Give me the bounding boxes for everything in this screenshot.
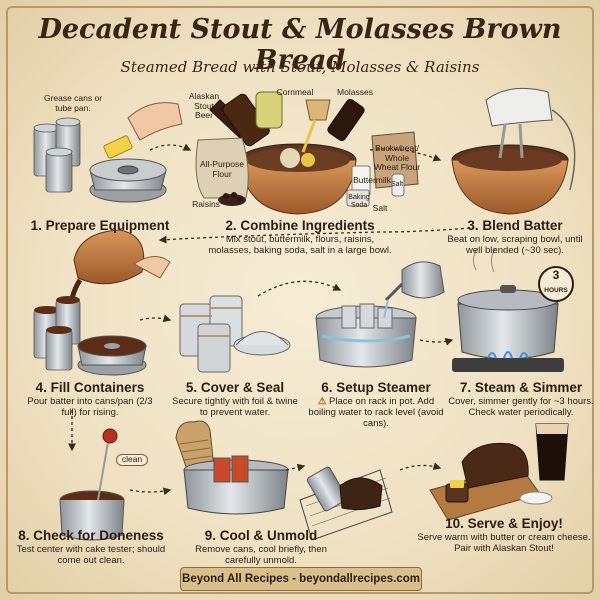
clean-badge: clean — [116, 454, 148, 466]
step-title: 7. Steam & Simmer — [459, 380, 583, 395]
step-3: 3. Blend Batter Beat on low, scraping bo… — [440, 218, 590, 256]
step-description: Cover, simmer gently for ~3 hours. Check… — [448, 396, 594, 418]
step-10: 10. Serve & Enjoy! Serve warm with butte… — [414, 516, 594, 554]
step-title: 4. Fill Containers — [35, 380, 145, 395]
cornmeal-label: Cornmeal — [276, 87, 314, 97]
stout-label: Alaskan Stout Beer — [188, 91, 220, 120]
page-subtitle: Steamed Bread with Stout, Molasses & Rai… — [120, 58, 480, 76]
step-description: Serve warm with butter or cream cheese. … — [417, 532, 591, 554]
step-title: 6. Setup Steamer — [321, 380, 431, 395]
flow-arrows — [68, 143, 471, 496]
mixer-bowl-icon — [451, 144, 569, 215]
butter-hand-icon — [103, 102, 183, 159]
footer-credit: Beyond All Recipes - beyondallrecipes.co… — [180, 567, 422, 591]
raisins-icon — [218, 192, 246, 206]
cream-cheese-icon — [519, 491, 553, 505]
step-1: 1. Prepare Equipment — [20, 218, 180, 233]
step-title: 5. Cover & Seal — [185, 380, 285, 395]
timer-value: 3 — [552, 268, 560, 282]
step-description: Pour batter into cans/pan (2/3 full) for… — [27, 396, 153, 418]
step-description: Beat on low, scraping bowl, until well b… — [447, 234, 583, 256]
bread-loaf-icon — [445, 442, 529, 503]
timer-icon — [538, 266, 574, 302]
step-9: 9. Cool & Unmold Remove cans, cool brief… — [186, 528, 336, 566]
step-title: 3. Blend Batter — [467, 218, 563, 233]
pouring-bowl-icon — [67, 229, 171, 319]
raisins-label: Raisins — [192, 199, 220, 209]
cans-icon — [33, 117, 81, 193]
cooling-pot-icon — [183, 455, 289, 515]
filled-cans-icon — [33, 296, 81, 371]
step-8: 8. Check for Doneness Test center with c… — [16, 528, 166, 566]
step-6: 6. Setup Steamer ⚠ Place on rack in pot.… — [306, 380, 446, 429]
foil-covered-cans-icon — [179, 295, 291, 373]
baking-soda-label: Baking Soda — [348, 194, 370, 209]
step-title: 9. Cool & Unmold — [204, 528, 318, 543]
step-title: 2. Combine Ingredients — [225, 218, 375, 233]
step-description: Remove cans, cool briefly, then carefull… — [195, 544, 327, 566]
flour-sack-icon — [195, 137, 249, 199]
wheat-flour-bag-icon — [371, 131, 419, 189]
salt-jar-label: Salt — [390, 181, 404, 188]
molasses-bottle-icon — [327, 98, 365, 142]
flour-label: All-Purpose Flour — [200, 159, 244, 179]
wheat-flour-label: Buckwheat/ Whole Wheat Flour — [373, 143, 421, 172]
grease-note: Grease cans or tube pan. — [43, 93, 103, 113]
stout-glass-icon — [535, 423, 569, 481]
step-5: 5. Cover & Seal Secure tightly with foil… — [170, 380, 300, 418]
tube-pan-icon — [89, 158, 167, 203]
step-description: Place on rack in pot. Add boiling water … — [308, 396, 444, 429]
warning-icon: ⚠ — [317, 396, 327, 407]
buttermilk-label: Buttermilk — [353, 175, 391, 185]
mixing-bowl-icon — [239, 143, 357, 215]
salt-label: Salt — [372, 203, 388, 213]
step-2: 2. Combine Ingredients Mix stout, butter… — [205, 218, 395, 256]
hand-mixer-icon — [485, 87, 576, 191]
steamer-pot-icon — [315, 303, 417, 368]
stove-pot-icon — [452, 247, 564, 372]
timer-unit: HOURS — [544, 287, 568, 294]
kettle-icon — [383, 261, 445, 319]
step-4: 4. Fill Containers Pour batter into cans… — [20, 380, 160, 418]
cornmeal-scoop-icon — [255, 91, 331, 153]
cake-tester-icon — [59, 428, 125, 541]
step-description: Test center with cake tester; should com… — [16, 544, 166, 566]
step-title: 8. Check for Doneness — [18, 528, 164, 543]
step-description: Secure tightly with foil & twine to prev… — [172, 396, 298, 418]
step-7: 7. Steam & Simmer Cover, simmer gently f… — [446, 380, 596, 418]
step-title: 1. Prepare Equipment — [30, 218, 170, 233]
wire-rack-loaf-icon — [299, 466, 393, 541]
filled-tube-pan-icon — [77, 335, 147, 376]
step-description: Mix stout, buttermilk, flours, raisins, … — [208, 234, 392, 256]
molasses-label: Molasses — [337, 87, 373, 97]
page-title: Decadent Stout & Molasses Brown Bread — [38, 14, 562, 76]
step-title: 10. Serve & Enjoy! — [445, 516, 563, 531]
buttermilk-baking-soda-icon — [346, 165, 405, 207]
